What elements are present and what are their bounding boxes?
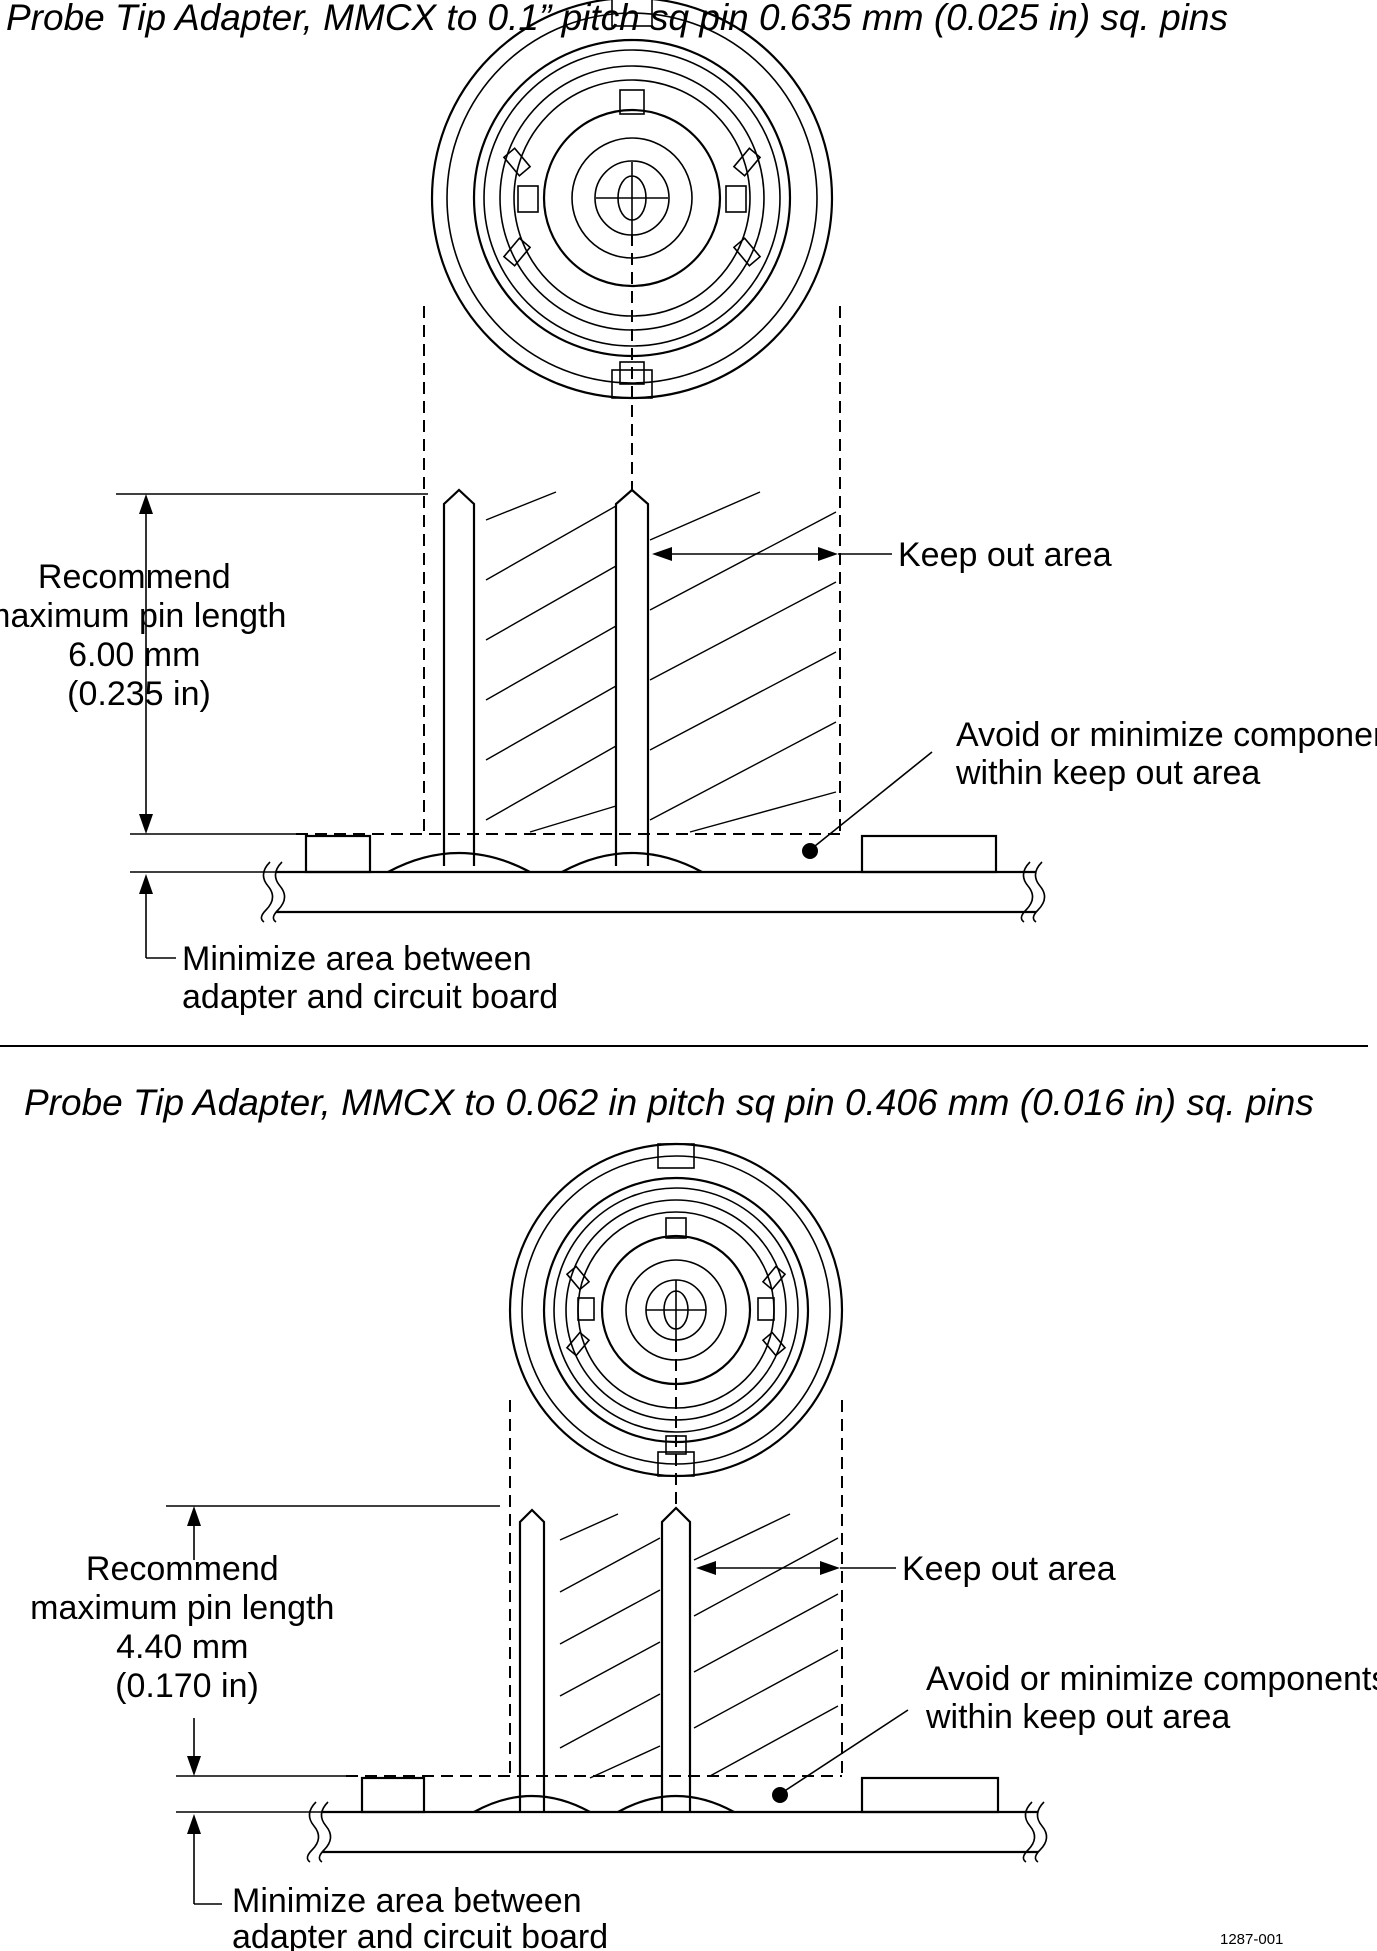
top-avoid-label: Avoid or minimize components within keep… (955, 716, 1377, 792)
bottom-component-left (360, 1776, 426, 1814)
bottom-panel-title: Probe Tip Adapter, MMCX to 0.062 in pitc… (24, 1082, 1314, 1123)
bottom-avoid-label: Avoid or minimize components within keep… (925, 1660, 1377, 1736)
top-component-right (860, 834, 998, 874)
bottom-minimize-label: Minimize area between adapter and circui… (232, 1882, 608, 1951)
bottom-keep-out-hatch (559, 1513, 839, 1779)
bottom-keep-out-label: Keep out area (902, 1550, 1116, 1588)
top-panel: Probe Tip Adapter, MMCX to 0.1” pitch sq… (0, 0, 1377, 1016)
top-component-left (304, 834, 372, 874)
top-pin-right (614, 488, 650, 866)
top-keep-out-label: Keep out area (898, 536, 1112, 574)
bottom-pin-right (660, 1506, 692, 1812)
top-circuit-board (260, 861, 1046, 923)
top-pin-length-label: Recommend maximum pin length 6.00 mm (0.… (0, 558, 296, 713)
bottom-pin-length-label: Recommend maximum pin length 4.40 mm (0.… (30, 1550, 344, 1705)
bottom-circuit-board (306, 1801, 1048, 1863)
bottom-component-right (860, 1776, 1000, 1814)
bottom-pin-left (518, 1508, 546, 1812)
bottom-panel: Probe Tip Adapter, MMCX to 0.062 in pitc… (24, 1082, 1377, 1951)
top-pin-left (442, 488, 476, 866)
figure-id: 1287-001 (1220, 1931, 1283, 1948)
top-keep-out-hatch (485, 491, 837, 833)
top-panel-title: Probe Tip Adapter, MMCX to 0.1” pitch sq… (6, 0, 1228, 38)
top-minimize-label: Minimize area between adapter and circui… (182, 940, 558, 1016)
